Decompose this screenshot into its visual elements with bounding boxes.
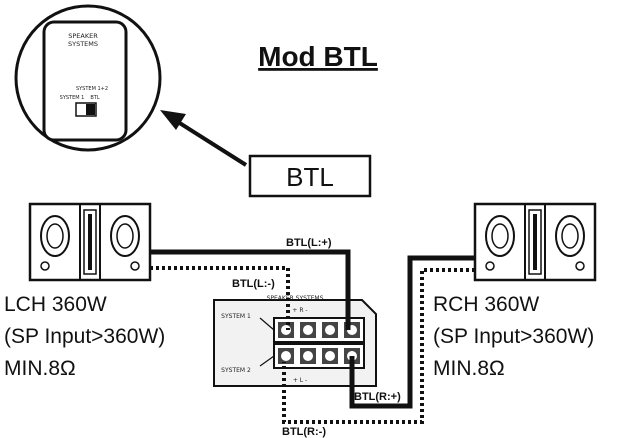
inset-switch-label-left: SYSTEM 1 (60, 95, 85, 101)
wire-left-positive (150, 249, 351, 330)
inset-title-line2: SYSTEMS (68, 40, 98, 48)
label-right-positive: BTL(R:+) (354, 391, 401, 403)
wire-right-negative (282, 268, 475, 424)
right-caption-line3: MIN.8Ω (433, 357, 505, 380)
amp-bottom-marks: + L - (293, 377, 307, 384)
amp-system2-label: SYSTEM 2 (221, 367, 251, 374)
label-right-negative: BTL(R:-) (282, 426, 326, 438)
inset-title-line1: SPEAKER (68, 32, 98, 40)
amp-system1-label: SYSTEM 1 (221, 313, 251, 320)
inset-switch-label-top: SYSTEM 1+2 (76, 86, 108, 92)
amp-top-marks: + R - (292, 307, 307, 314)
wires (150, 249, 475, 424)
btl-box-label: BTL (286, 162, 334, 192)
label-left-negative: BTL(L:-) (232, 278, 275, 290)
left-caption-line3: MIN.8Ω (4, 357, 76, 380)
wire-right-positive (349, 255, 475, 409)
inset-switch-knob (86, 104, 95, 115)
left-speaker (28, 202, 152, 282)
right-caption-line2: (SP Input>360W) (433, 325, 594, 348)
page-title: Mod BTL (258, 41, 378, 72)
pointer-arrow (160, 110, 248, 167)
wire-left-negative (150, 266, 290, 330)
amp-panel-title: SPEAKER SYSTEMS (267, 295, 324, 302)
left-caption-line1: LCH 360W (4, 293, 107, 316)
label-left-positive: BTL(L:+) (286, 237, 332, 249)
right-speaker-caption: RCH 360W (SP Input>360W) MIN.8Ω (433, 293, 594, 380)
switch-inset: SPEAKER SYSTEMS SYSTEM 1+2 SYSTEM 1 BTL (14, 4, 162, 152)
inset-panel (42, 20, 128, 142)
right-caption-line1: RCH 360W (433, 293, 539, 316)
left-speaker-caption: LCH 360W (SP Input>360W) MIN.8Ω (4, 293, 165, 380)
right-speaker (473, 202, 597, 282)
left-caption-line2: (SP Input>360W) (4, 325, 165, 348)
btl-label-box: BTL (248, 154, 372, 198)
inset-switch-label-right: BTL (90, 95, 99, 101)
